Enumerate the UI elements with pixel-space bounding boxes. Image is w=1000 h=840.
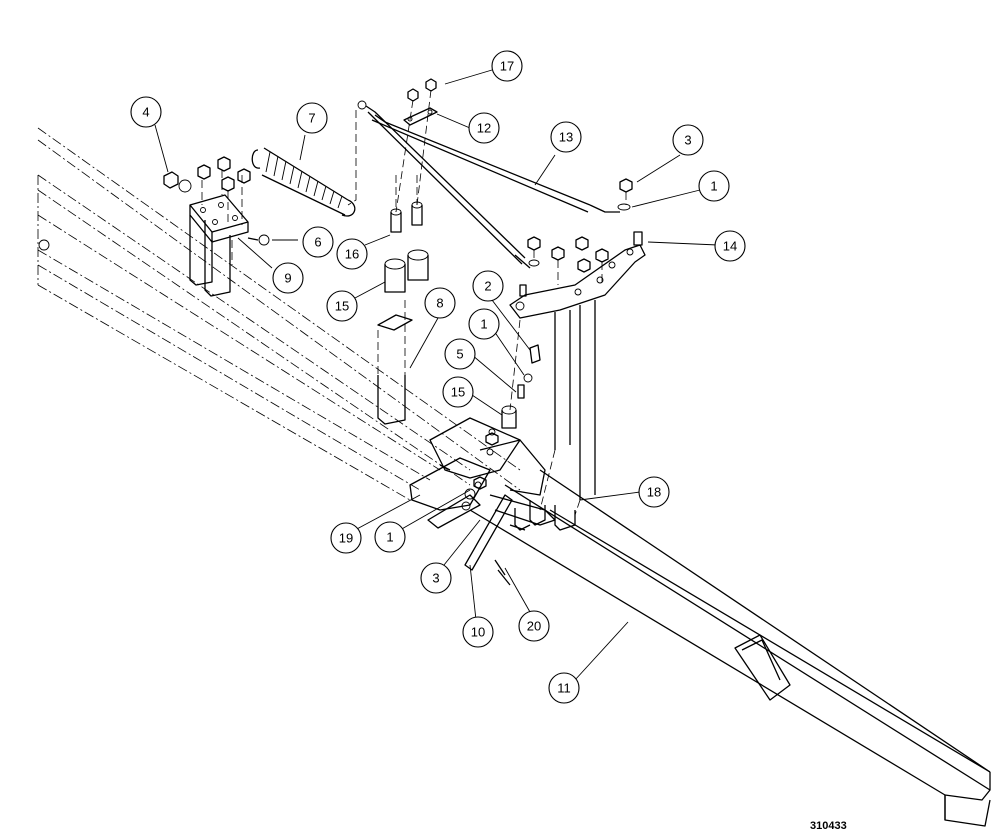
balloon-20: 20 — [518, 610, 550, 642]
balloon-5: 5 — [444, 338, 476, 370]
svg-text:3: 3 — [684, 133, 691, 148]
svg-text:14: 14 — [723, 239, 737, 254]
balloon-1-bottom: 1 — [374, 521, 406, 553]
nut-cluster-left — [163, 156, 251, 193]
svg-text:15: 15 — [335, 299, 349, 314]
svg-text:17: 17 — [500, 59, 514, 74]
svg-text:15: 15 — [451, 385, 465, 400]
svg-text:1: 1 — [386, 530, 393, 545]
balloon-12: 12 — [468, 112, 500, 144]
balloon-4: 4 — [130, 96, 162, 128]
drawing-number: 310433 — [810, 820, 847, 832]
svg-text:9: 9 — [284, 271, 291, 286]
balloon-13: 13 — [550, 121, 582, 153]
svg-text:19: 19 — [339, 531, 353, 546]
balloon-15-mid: 15 — [442, 376, 474, 408]
balloon-7: 7 — [296, 102, 328, 134]
balloon-3-top: 3 — [672, 124, 704, 156]
svg-text:7: 7 — [308, 111, 315, 126]
svg-text:12: 12 — [477, 121, 491, 136]
svg-text:2: 2 — [484, 279, 491, 294]
extension-spring — [247, 147, 356, 246]
svg-text:1: 1 — [710, 179, 717, 194]
svg-text:6: 6 — [314, 235, 321, 250]
balloon-3-bottom: 3 — [420, 562, 452, 594]
svg-text:8: 8 — [436, 296, 443, 311]
svg-text:20: 20 — [527, 619, 541, 634]
svg-text:13: 13 — [559, 130, 573, 145]
leader-lines — [154, 69, 719, 681]
balloon-1-mid: 1 — [468, 308, 500, 340]
center-bracket — [409, 417, 556, 586]
svg-text:18: 18 — [647, 485, 661, 500]
bushings — [377, 175, 429, 331]
balloon-16: 16 — [336, 238, 368, 270]
balloon-6: 6 — [302, 226, 334, 258]
svg-text:4: 4 — [142, 105, 149, 120]
balloon-2: 2 — [472, 270, 504, 302]
control-rods — [347, 78, 620, 269]
balloon-15-top: 15 — [326, 290, 358, 322]
balloon-11: 11 — [548, 672, 580, 704]
u-bolt-long — [377, 300, 406, 425]
svg-text:1: 1 — [480, 317, 487, 332]
svg-text:10: 10 — [471, 625, 485, 640]
lever-plate — [509, 178, 646, 319]
left-mount-plate — [189, 170, 249, 297]
svg-text:5: 5 — [456, 347, 463, 362]
svg-text:11: 11 — [557, 681, 571, 696]
balloon-9: 9 — [272, 262, 304, 294]
balloon-18: 18 — [638, 476, 670, 508]
balloon-19: 19 — [330, 522, 362, 554]
svg-text:16: 16 — [345, 247, 359, 262]
svg-text:3: 3 — [432, 571, 439, 586]
balloon-10: 10 — [462, 616, 494, 648]
hitch-tongue — [469, 469, 991, 827]
u-bolts-right — [514, 300, 596, 531]
balloon-17: 17 — [491, 50, 523, 82]
balloon-8: 8 — [424, 287, 456, 319]
balloon-1-top: 1 — [698, 170, 730, 202]
balloon-14: 14 — [714, 230, 746, 262]
